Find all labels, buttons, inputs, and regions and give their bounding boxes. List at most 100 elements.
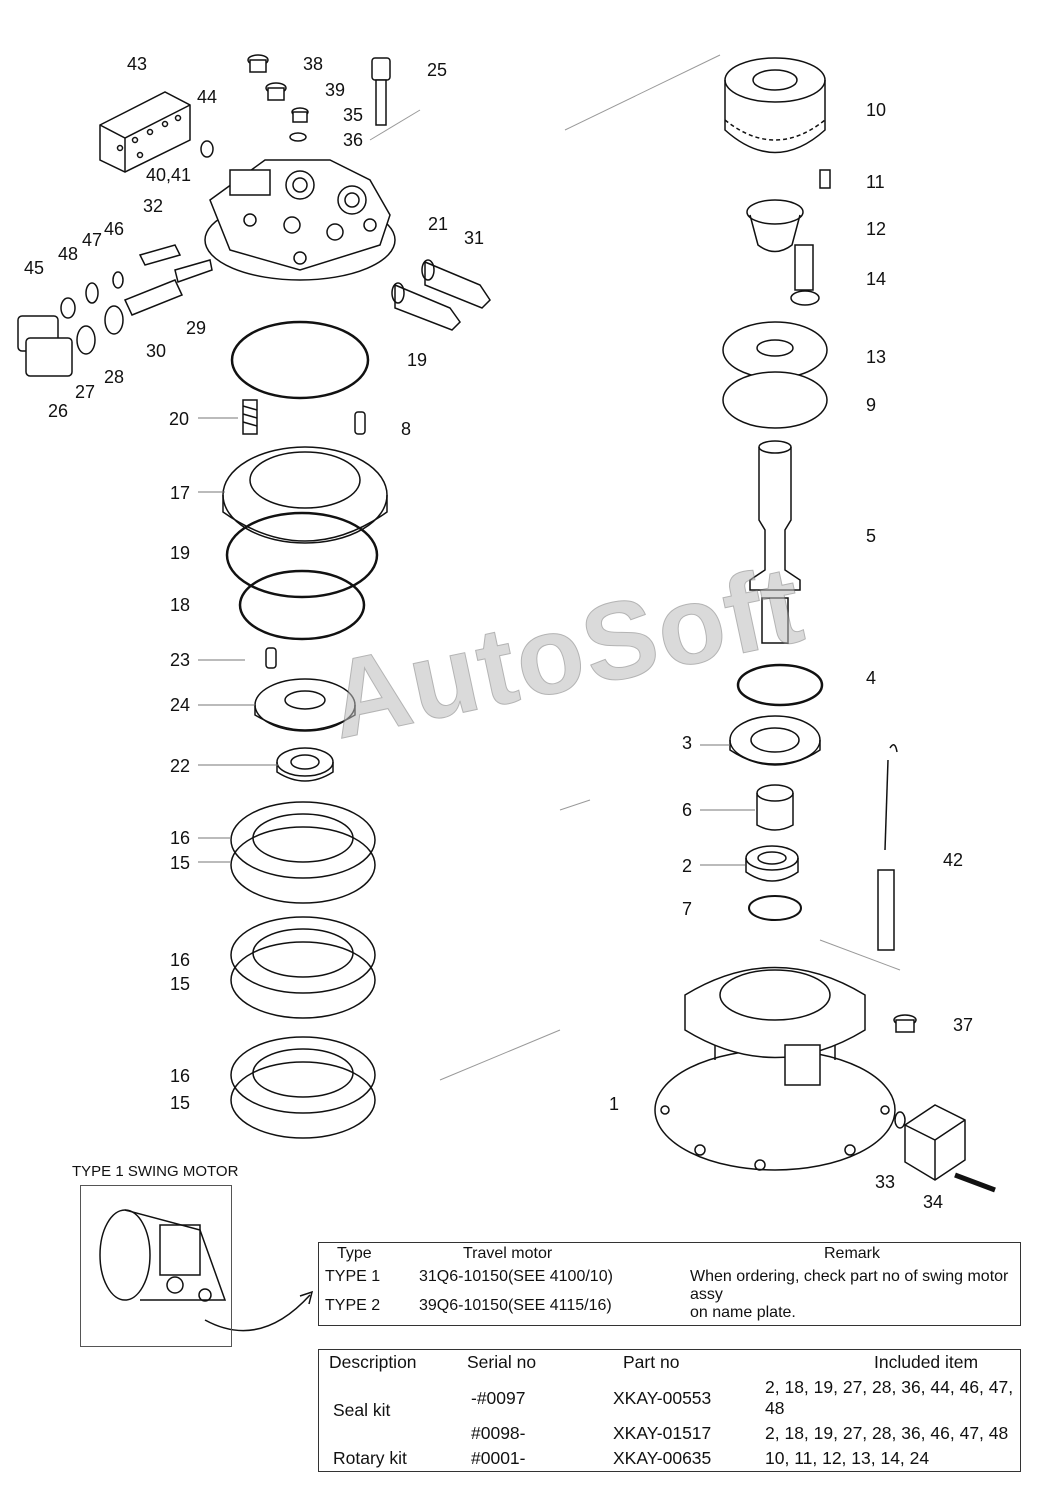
type-table: Type Travel motor Remark TYPE 1 31Q6-101… bbox=[318, 1242, 1021, 1326]
callout-15c: 15 bbox=[170, 1093, 191, 1113]
description-header: Description bbox=[329, 1352, 417, 1372]
callout-11: 11 bbox=[866, 172, 885, 192]
callout-45: 45 bbox=[24, 258, 45, 278]
callout-8: 8 bbox=[401, 419, 412, 439]
valve-cover-32 bbox=[204, 159, 396, 281]
serial-cell: -#0097 bbox=[471, 1387, 526, 1408]
callout-17: 17 bbox=[170, 483, 191, 503]
callout-37: 37 bbox=[953, 1015, 974, 1035]
o-ring-18 bbox=[238, 569, 366, 641]
included-cell: 2, 18, 19, 27, 28, 36, 44, 46, 47, 48 bbox=[765, 1377, 1014, 1418]
plugs-38-39-35 bbox=[247, 54, 391, 142]
pin-8 bbox=[354, 411, 366, 435]
spring-20 bbox=[242, 399, 258, 435]
callout-43: 43 bbox=[127, 54, 148, 74]
table-row: TYPE 2 39Q6-10150(SEE 4115/16) bbox=[319, 1295, 1021, 1325]
callout-21: 21 bbox=[428, 214, 449, 234]
travel-motor-cell: 31Q6-10150(SEE 4100/10) bbox=[419, 1267, 613, 1285]
rotary-kit-cell: Rotary kit bbox=[333, 1448, 407, 1468]
callout-19: 19 bbox=[170, 543, 191, 563]
part-header: Part no bbox=[623, 1352, 680, 1372]
callout-34: 34 bbox=[923, 1192, 944, 1212]
table-row: Seal kit -#0097 XKAY-00553 2, 18, 19, 27… bbox=[319, 1375, 1021, 1421]
spherical-bush-12 bbox=[746, 199, 804, 253]
callout-2: 2 bbox=[682, 856, 693, 876]
callout-42: 42 bbox=[943, 850, 964, 870]
callout-4: 4 bbox=[866, 668, 877, 688]
callout-44: 44 bbox=[197, 87, 218, 107]
inset-arrow-head bbox=[299, 1290, 314, 1305]
table-row: TYPE 1 31Q6-10150(SEE 4100/10) When orde… bbox=[319, 1266, 1021, 1322]
type-header: Type bbox=[337, 1245, 372, 1262]
callout-20: 20 bbox=[169, 409, 190, 429]
callout-7: 7 bbox=[682, 899, 693, 919]
kit-table-header: Description Serial no Part no Included i… bbox=[319, 1350, 1021, 1376]
type-table-header: Type Travel motor Remark bbox=[319, 1243, 1021, 1266]
callout-30: 30 bbox=[146, 341, 167, 361]
remark-header: Remark bbox=[824, 1245, 881, 1262]
snap-ring-7 bbox=[748, 895, 802, 921]
collar-2 bbox=[745, 845, 799, 882]
plate-24 bbox=[254, 678, 356, 732]
callout-19-top: 19 bbox=[407, 350, 428, 370]
valve-block-44 bbox=[99, 91, 214, 173]
pin-14 bbox=[790, 244, 820, 306]
part-cell: XKAY-00553 bbox=[613, 1387, 712, 1408]
casing-1 bbox=[654, 966, 896, 1171]
callout-13: 13 bbox=[866, 347, 887, 367]
part-cell: XKAY-00635 bbox=[613, 1448, 712, 1468]
callout-16a: 16 bbox=[170, 828, 191, 848]
callout-31: 31 bbox=[464, 228, 485, 248]
callout-18: 18 bbox=[170, 595, 191, 615]
axis-lines bbox=[369, 54, 901, 1081]
callout-15b: 15 bbox=[170, 974, 191, 994]
friction-plates bbox=[230, 801, 376, 1139]
table-row: #0098- XKAY-01517 2, 18, 19, 27, 28, 36,… bbox=[319, 1421, 1021, 1446]
level-gauge-42 bbox=[877, 744, 898, 951]
included-header: Included item bbox=[874, 1352, 979, 1372]
callout-28: 28 bbox=[104, 367, 125, 387]
included-cell: 10, 11, 12, 13, 14, 24 bbox=[765, 1448, 930, 1468]
callout-1: 1 bbox=[609, 1094, 620, 1114]
callout-47: 47 bbox=[82, 230, 103, 250]
plug-37 bbox=[893, 1014, 917, 1033]
drive-shaft-5 bbox=[749, 440, 801, 644]
serial-header: Serial no bbox=[467, 1352, 537, 1372]
o-ring-19-top bbox=[230, 320, 370, 400]
callout-22: 22 bbox=[170, 756, 191, 776]
callout-3: 3 bbox=[682, 733, 693, 753]
callout-14: 14 bbox=[866, 269, 887, 289]
included-cell: 2, 18, 19, 27, 28, 36, 46, 47, 48 bbox=[765, 1423, 1009, 1443]
travel-motor-header: Travel motor bbox=[463, 1245, 553, 1262]
callout-48: 48 bbox=[58, 244, 79, 264]
callout-38: 38 bbox=[303, 54, 324, 74]
pin-23 bbox=[265, 647, 277, 669]
inset-arrow bbox=[204, 1294, 311, 1332]
callout-46: 46 bbox=[104, 219, 125, 239]
bearing-22 bbox=[276, 747, 334, 782]
relief-valves-31 bbox=[391, 259, 491, 331]
callout-27: 27 bbox=[75, 382, 96, 402]
shoe-plate-9 bbox=[722, 371, 828, 429]
callout-29: 29 bbox=[186, 318, 207, 338]
remark-cell: When ordering, check part no of swing mo… bbox=[684, 1266, 1021, 1326]
type-cell: TYPE 2 bbox=[325, 1297, 381, 1315]
swing-motor-sketch bbox=[99, 1209, 227, 1302]
type-cell: TYPE 1 bbox=[325, 1267, 381, 1285]
plug-stack-26-48 bbox=[17, 244, 213, 377]
serial-cell: #0001- bbox=[471, 1448, 526, 1468]
callout-15a: 15 bbox=[170, 853, 191, 873]
set-plate-13 bbox=[722, 321, 828, 379]
callout-32: 32 bbox=[143, 196, 164, 216]
remark-line-2: on name plate. bbox=[690, 1304, 796, 1322]
remark-line-1: When ordering, check part no of swing mo… bbox=[690, 1268, 1009, 1304]
seal-kit-cell: Seal kit bbox=[333, 1400, 391, 1420]
travel-motor-cell: 39Q6-10150(SEE 4115/16) bbox=[419, 1297, 612, 1315]
kit-table: Description Serial no Part no Included i… bbox=[318, 1349, 1021, 1472]
o-ring-19 bbox=[225, 511, 379, 599]
callout-26: 26 bbox=[48, 401, 69, 421]
callout-10: 10 bbox=[866, 100, 887, 120]
callout-40-41: 40,41 bbox=[146, 165, 192, 185]
part-cell: XKAY-01517 bbox=[613, 1423, 712, 1443]
